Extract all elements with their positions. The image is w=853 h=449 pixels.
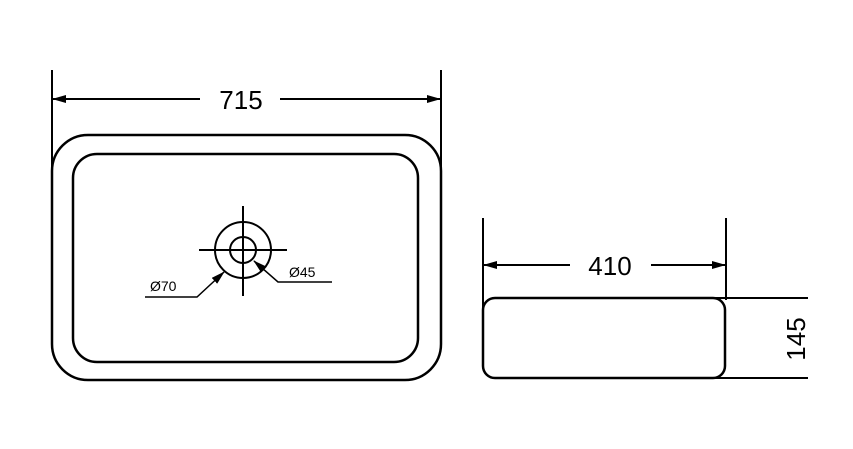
inner-diameter-leader [253, 260, 332, 283]
outer-diameter-label: Ø70 [150, 278, 177, 294]
basin-inner-outline [71, 152, 420, 364]
drain-hole [199, 206, 287, 296]
basin-side-outline [481, 296, 727, 380]
width-dimension-label: 715 [219, 85, 262, 115]
height-label: 145 [781, 317, 811, 360]
side-width-label: 410 [588, 251, 631, 281]
top-view: 715 Ø70 Ø45 [50, 70, 443, 382]
side-view: 410 145 [481, 218, 811, 380]
inner-diameter-label: Ø45 [289, 264, 316, 280]
basin-outer-outline [50, 133, 443, 382]
outer-diameter-leader [145, 271, 225, 298]
